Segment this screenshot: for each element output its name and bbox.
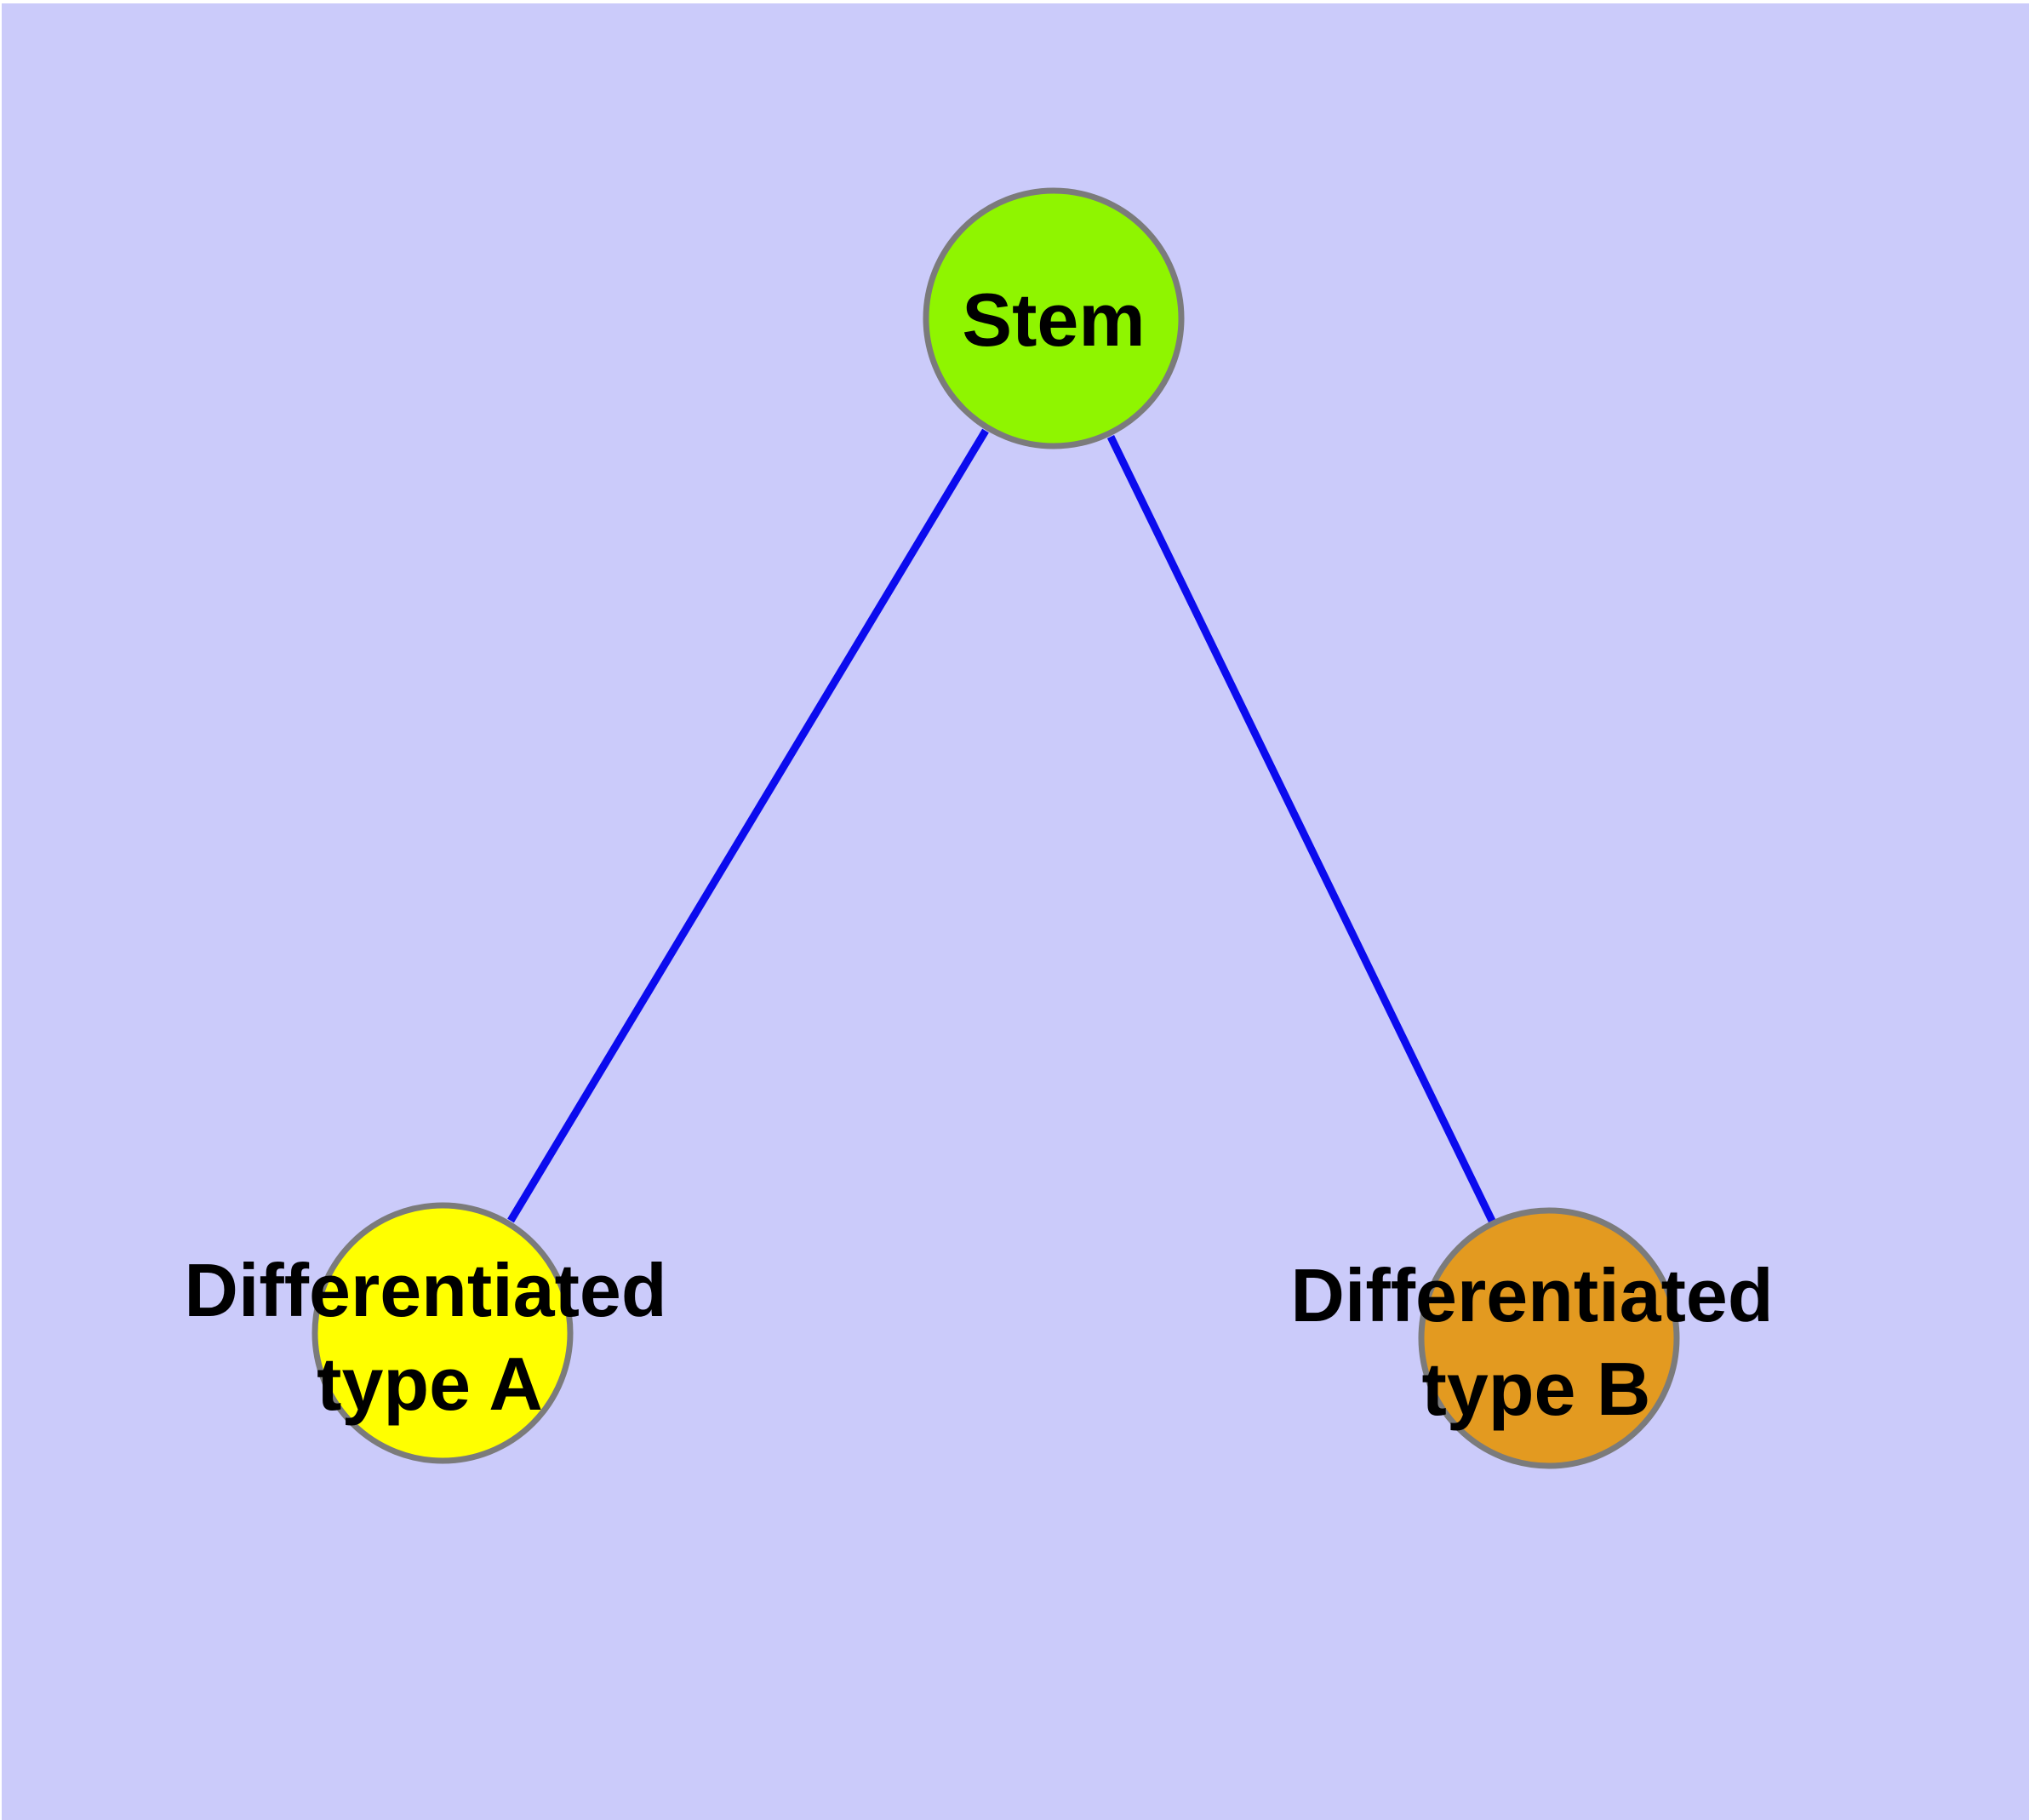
edge-stem-to-type-b — [1106, 435, 1496, 1222]
node-differentiated-type-b[interactable] — [1418, 1207, 1680, 1469]
label-differentiated-type-b-line1: Differentiated — [1290, 1253, 1773, 1337]
label-differentiated-type-a-line2: type A — [317, 1342, 543, 1426]
node-stem[interactable] — [923, 187, 1185, 449]
label-differentiated-type-a-line1: Differentiated — [184, 1248, 666, 1332]
label-differentiated-type-b-line2: type B — [1422, 1347, 1651, 1431]
edge-stem-to-type-a — [507, 428, 989, 1223]
label-stem: Stem — [962, 278, 1145, 362]
node-differentiated-type-a[interactable] — [311, 1202, 574, 1464]
